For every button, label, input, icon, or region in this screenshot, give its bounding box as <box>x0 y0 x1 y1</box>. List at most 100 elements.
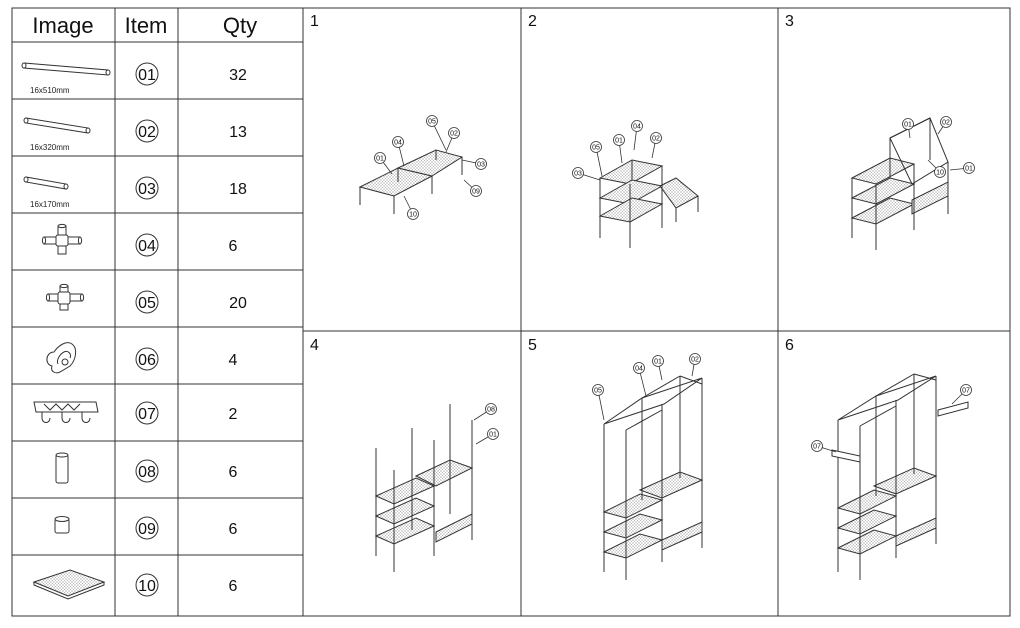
callout-circle <box>633 362 645 374</box>
item-number: 04 <box>138 238 156 255</box>
quantity: 2 <box>229 406 238 423</box>
part-callout: 05 <box>592 384 605 421</box>
tube-dimension: 16x170mm <box>30 200 70 209</box>
step-3-illustration <box>850 117 949 250</box>
header-item: Item <box>125 13 168 38</box>
callout-label: 09 <box>472 189 480 196</box>
table-row: 06 4 <box>46 342 238 374</box>
item-number: 03 <box>138 181 156 198</box>
part-callout: 02 <box>689 353 701 377</box>
part-callout: 10 <box>927 159 946 178</box>
callout-circle <box>631 120 643 132</box>
callout-circle <box>963 162 975 174</box>
part-callout: 01 <box>475 428 499 445</box>
step-number: 4 <box>310 337 319 354</box>
callout-circle <box>811 440 823 452</box>
quantity: 32 <box>229 67 247 84</box>
callout-label: 10 <box>409 212 417 219</box>
item-number: 05 <box>138 295 156 312</box>
callout-label: 01 <box>489 432 497 439</box>
item-badge <box>135 401 159 425</box>
tall-foot-cap-icon <box>55 452 69 484</box>
item-number: 07 <box>138 406 156 423</box>
tube-dimension: 16x320mm <box>30 143 70 152</box>
callout-circle <box>902 118 914 130</box>
item-number: 09 <box>138 521 156 538</box>
table-row: 16x320mm 02 13 <box>23 117 247 152</box>
part-callout: 01 <box>949 162 975 174</box>
item-number: 10 <box>138 578 156 595</box>
quantity: 6 <box>229 238 238 255</box>
three-way-connector-icon <box>45 283 85 311</box>
item-number: 06 <box>138 352 156 369</box>
step-number: 5 <box>528 337 537 354</box>
item-number: 02 <box>138 124 156 141</box>
medium-tube-icon <box>23 117 91 134</box>
table-row: 16x510mm 01 32 <box>21 62 247 95</box>
four-way-connector-icon <box>41 223 83 255</box>
step-1-illustration <box>358 149 464 214</box>
callout-label: 04 <box>633 124 641 131</box>
callout-circle <box>374 152 386 164</box>
callout-label: 02 <box>691 357 699 364</box>
step-number: 1 <box>310 13 319 30</box>
step-2-illustration <box>598 159 699 248</box>
part-callout: 03 <box>572 167 601 181</box>
table-row: 05 20 <box>45 283 247 314</box>
table-row: 08 6 <box>55 452 238 484</box>
quantity: 6 <box>229 578 238 595</box>
callout-circle <box>470 185 482 197</box>
item-badge <box>135 290 159 314</box>
part-callout: 08 <box>473 403 497 421</box>
callout-label: 07 <box>962 388 970 395</box>
part-callout: 10 <box>403 195 419 220</box>
callout-label: 04 <box>635 366 643 373</box>
part-callout: 01 <box>374 152 393 175</box>
callout-label: 01 <box>904 122 912 129</box>
callout-label: 05 <box>428 119 436 126</box>
step-grid <box>302 7 1011 617</box>
item-badge <box>135 516 159 540</box>
part-callout: 02 <box>937 116 952 135</box>
callout-circle <box>960 384 972 396</box>
item-badge <box>135 176 159 200</box>
short-tube-icon <box>23 176 69 190</box>
step-number: 6 <box>785 337 794 354</box>
part-callout: 02 <box>650 132 662 159</box>
callout-label: 10 <box>936 170 944 177</box>
part-callout: 09 <box>463 179 482 197</box>
callout-circle <box>940 116 952 128</box>
callout-label: 01 <box>654 359 662 366</box>
table-row: 10 6 <box>32 569 238 600</box>
item-number: 08 <box>138 464 156 481</box>
item-badge <box>135 62 159 86</box>
part-callout: 03 <box>461 158 487 170</box>
part-callout: 07 <box>951 384 972 405</box>
step-number: 2 <box>528 13 537 30</box>
quantity: 4 <box>229 352 238 369</box>
part-callout: 07 <box>811 440 837 453</box>
clip-icon <box>46 342 77 374</box>
callout-label: 01 <box>376 156 384 163</box>
callout-circle <box>475 158 487 170</box>
shelf-panel-icon <box>32 569 106 600</box>
callout-circle <box>392 136 404 148</box>
callout-circle <box>650 132 662 144</box>
callout-label: 03 <box>574 171 582 178</box>
part-callout: 02 <box>445 127 460 153</box>
step-number: 3 <box>785 13 794 30</box>
parts-table <box>11 7 304 617</box>
step-4-illustration <box>374 404 474 572</box>
quantity: 6 <box>229 464 238 481</box>
hook-rail-icon <box>33 401 99 423</box>
callout-label: 07 <box>813 444 821 451</box>
table-row: 16x170mm 03 18 <box>23 176 247 209</box>
item-badge <box>135 347 159 371</box>
part-callout: 04 <box>633 362 647 397</box>
part-callout: 04 <box>631 120 643 151</box>
part-callout: 05 <box>426 115 447 151</box>
header-image: Image <box>32 13 93 38</box>
callout-label: 02 <box>652 136 660 143</box>
